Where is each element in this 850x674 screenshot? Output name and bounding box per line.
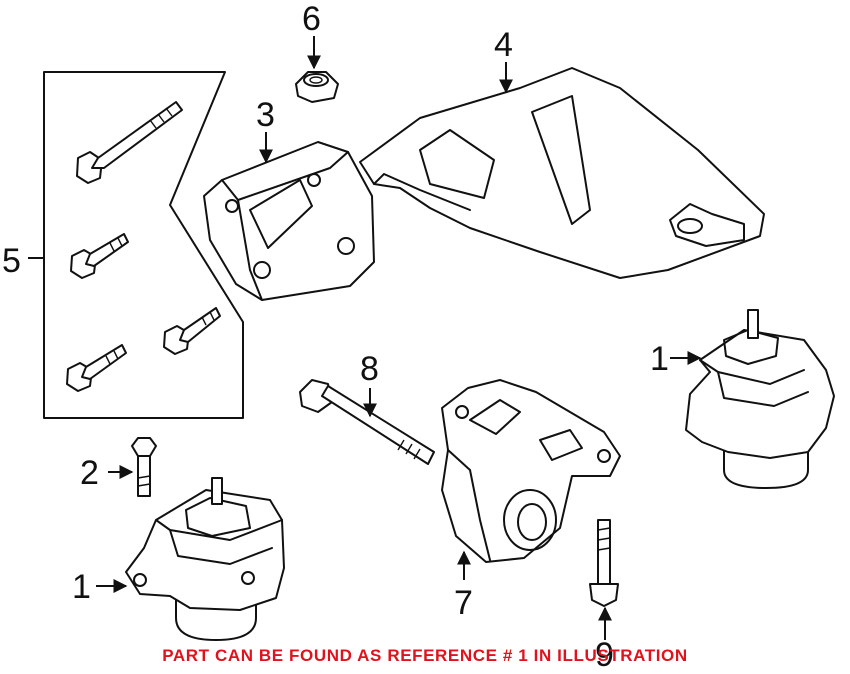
callout-6: 6 (302, 0, 321, 38)
nut-part-6 (295, 36, 339, 103)
bolt-part-2 (108, 437, 157, 497)
callout-5: 5 (2, 242, 21, 280)
engine-mount-part-1b (670, 309, 835, 489)
callout-2: 2 (80, 454, 99, 492)
callout-1-left: 1 (72, 568, 91, 606)
bolt-kit-box (28, 71, 244, 419)
callout-7: 7 (454, 584, 473, 622)
callout-8: 8 (360, 350, 379, 388)
callout-3: 3 (256, 96, 275, 134)
kit-bolt-3 (163, 307, 221, 355)
heat-shield-part-4 (359, 62, 765, 279)
engine-mount-part-1a (96, 477, 285, 641)
kit-bolt-4 (66, 344, 127, 392)
long-bolt-part-8 (299, 379, 435, 465)
callout-1-right: 1 (650, 340, 669, 378)
callout-9: 9 (595, 636, 614, 674)
kit-bolt-1 (76, 101, 183, 184)
callout-4: 4 (494, 26, 513, 64)
reference-note: PART CAN BE FOUND AS REFERENCE # 1 IN IL… (162, 646, 688, 665)
mount-bracket-part-7 (441, 379, 621, 580)
kit-bolt-2 (70, 233, 129, 279)
bolt-part-9 (589, 519, 619, 640)
bracket-part-3 (203, 132, 375, 301)
